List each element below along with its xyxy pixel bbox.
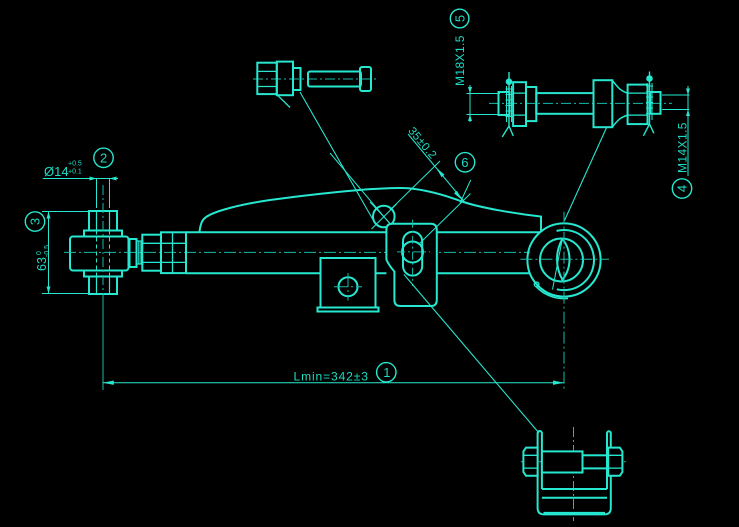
svg-text:+0.1: +0.1 — [68, 169, 82, 176]
svg-text:1: 1 — [383, 365, 390, 380]
svg-text:63: 63 — [35, 257, 49, 271]
svg-text:Lmin=342±3: Lmin=342±3 — [294, 370, 369, 384]
svg-text:+0.5: +0.5 — [68, 161, 82, 168]
svg-text:2: 2 — [100, 151, 107, 166]
svg-text:3: 3 — [28, 218, 43, 225]
svg-text:5: 5 — [452, 15, 467, 22]
svg-text:-0.5: -0.5 — [44, 245, 51, 257]
svg-text:M18X1.5: M18X1.5 — [453, 35, 467, 86]
svg-text:6: 6 — [461, 155, 468, 170]
svg-text:0: 0 — [36, 251, 43, 255]
svg-text:M14X1.5: M14X1.5 — [676, 122, 690, 173]
svg-text:4: 4 — [675, 185, 690, 192]
svg-text:Ø14: Ø14 — [44, 164, 69, 179]
